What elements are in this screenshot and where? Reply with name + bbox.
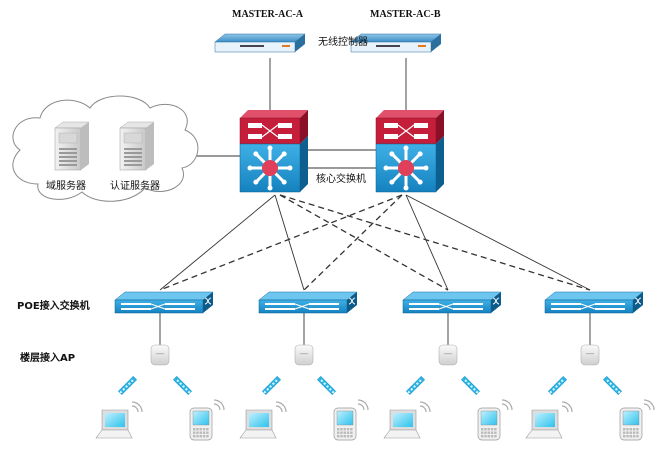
laptop-client-icon: [383, 401, 431, 439]
controller-a-label: MASTER-AC-A: [232, 9, 304, 20]
laptop-client-icon: [239, 401, 287, 439]
access-point-icon: [150, 344, 170, 366]
server-icon: [54, 121, 90, 171]
wireless-signal-icon: [117, 375, 138, 396]
handheld-client-icon: [333, 399, 369, 441]
domain-server-label: 域服务器: [46, 181, 86, 192]
core-switch-icon: [239, 110, 308, 193]
core-switch-label: 核心交换机: [316, 174, 366, 185]
handheld-client-icon: [477, 399, 513, 441]
wireless-signal-icon: [172, 375, 193, 396]
poe-access-switch-icon: [544, 291, 644, 314]
laptop-client-icon: [95, 401, 143, 439]
laptop-client-icon: [525, 401, 573, 439]
handheld-client-icon: [619, 399, 655, 441]
wireless-signal-icon: [316, 375, 337, 396]
wireless-signal-icon: [547, 375, 568, 396]
access-point-icon: [438, 344, 458, 366]
wireless-controller-icon: [214, 33, 306, 53]
poe-access-switch-icon: [258, 291, 358, 314]
poe-access-switch-icon: [402, 291, 502, 314]
access-point-icon: [580, 344, 600, 366]
core-switch-icon: [375, 110, 444, 193]
core-access-link-primary: [405, 194, 591, 291]
wireless-signal-icon: [602, 375, 623, 396]
server-cloud: [12, 95, 199, 202]
links-layer: [159, 58, 591, 345]
wireless-controller-icon: [350, 33, 442, 53]
wireless-signal-icon: [405, 375, 426, 396]
server-icon: [119, 121, 155, 171]
core-access-link-backup: [303, 194, 403, 291]
wireless-signal-icon: [261, 375, 282, 396]
core-access-link-backup: [159, 194, 403, 291]
core-access-link-primary: [159, 194, 276, 291]
core-access-link-backup: [279, 194, 591, 291]
wireless-signal-icon: [460, 375, 481, 396]
core-access-link-primary: [405, 194, 449, 291]
wireless-controller-label: 无线控制器: [318, 37, 368, 48]
poe-switch-label: POE接入交换机: [17, 301, 90, 312]
core-access-link-primary: [274, 194, 305, 291]
core-access-link-backup: [279, 194, 449, 291]
controller-b-label: MASTER-AC-B: [370, 9, 441, 20]
poe-access-switch-icon: [114, 291, 214, 314]
access-point-icon: [294, 344, 314, 366]
floor-ap-label: 楼层接入AP: [20, 353, 76, 364]
auth-server-label: 认证服务器: [110, 181, 160, 192]
handheld-client-icon: [189, 399, 225, 441]
